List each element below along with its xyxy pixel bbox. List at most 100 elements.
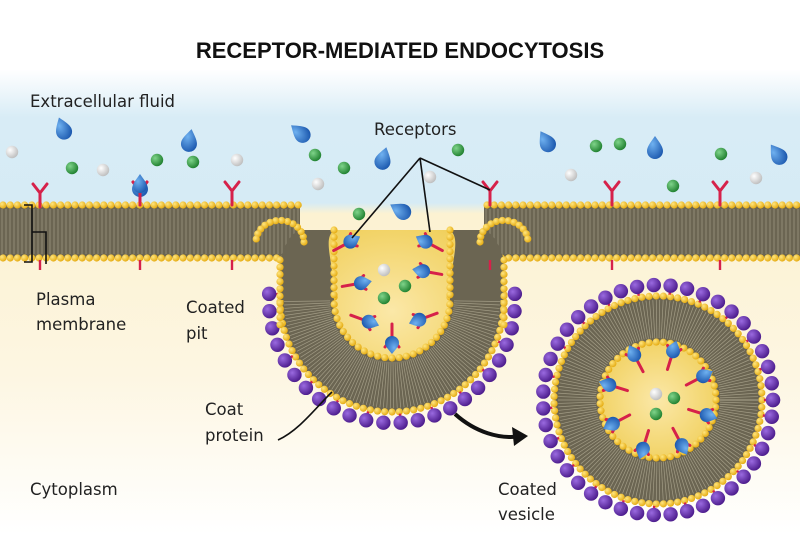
lipid-head (557, 357, 566, 366)
lipid-tail (452, 312, 498, 323)
bound-ligand (385, 336, 399, 354)
lipid-head (711, 389, 720, 397)
lipid-head (487, 220, 495, 228)
lipid-head (352, 402, 360, 410)
lipid-tail (453, 300, 500, 302)
lipid-head (548, 201, 556, 209)
lipid-head (692, 440, 700, 448)
lipid-tail (719, 382, 757, 390)
lipid-head (571, 332, 580, 341)
coat-protein (695, 498, 711, 514)
lipid-head (150, 201, 158, 209)
lipid-head (634, 201, 642, 209)
lipid-head (591, 254, 599, 262)
lipid-tail (718, 379, 756, 388)
lipid-tail (702, 442, 731, 470)
lipid-head (280, 326, 288, 334)
lipid-head (157, 254, 165, 262)
lipid-head (681, 295, 689, 304)
lipid-tail (711, 430, 746, 450)
lipid-head (614, 354, 622, 362)
lipid-head (0, 201, 7, 209)
coat-protein (736, 469, 751, 484)
lipid-tail (559, 382, 597, 390)
lipid-head (610, 490, 619, 499)
lipid-tail (719, 406, 758, 411)
ligand-white (96, 163, 110, 177)
lipid-head (524, 235, 532, 243)
lipid-head (598, 254, 606, 262)
ligand-drop (374, 147, 391, 170)
vesicle-receptor (603, 413, 632, 434)
lipid-head (742, 450, 751, 459)
lipid-head (446, 262, 454, 270)
coat-protein (663, 278, 678, 293)
lipid-head (416, 347, 424, 355)
coat-protein (443, 401, 458, 416)
lipid-head (526, 254, 534, 262)
bound-ligand (361, 314, 380, 329)
ligand-green (667, 391, 681, 405)
lipid-head (500, 314, 508, 322)
lipid-tail (716, 369, 754, 382)
lipid-head (424, 402, 432, 410)
coat-protein (376, 415, 391, 430)
lipid-head (496, 326, 504, 334)
lipid-head (670, 254, 678, 262)
lipid-tail (689, 453, 710, 487)
lipid-tail (398, 361, 405, 408)
lipid-head (555, 201, 563, 209)
lipid-head (446, 269, 454, 277)
lipid-tail (600, 450, 624, 483)
lipid-head (627, 201, 635, 209)
lipid-head (555, 428, 563, 436)
lipid-head (562, 254, 570, 262)
lipid-tail (576, 435, 608, 459)
lipid-head (13, 201, 21, 209)
lipid-head (446, 276, 454, 284)
lipid-head (569, 254, 578, 262)
lipid-head (707, 306, 715, 315)
lipid-head (330, 269, 338, 277)
ligand-white (377, 263, 391, 277)
ligand-green (451, 143, 465, 157)
lipid-tail (452, 310, 499, 320)
coat-protein (261, 286, 277, 302)
lipid-tail (612, 455, 631, 490)
lipid-tail (714, 424, 750, 441)
lipid-head (652, 292, 660, 300)
lipid-head (430, 400, 439, 408)
lipid-head (562, 201, 570, 209)
label-coated-pit-1: Coated (186, 298, 245, 317)
lipid-tail (435, 343, 469, 377)
lipid-tail (718, 412, 756, 421)
lipid-tail (635, 460, 645, 498)
lipid-head (735, 201, 743, 209)
lipid-tail (719, 408, 758, 415)
lipid-tail (421, 354, 444, 396)
lipid-head (417, 404, 425, 412)
lipid-head (287, 201, 295, 209)
lipid-head (294, 201, 302, 209)
lipid-head (713, 310, 721, 319)
lipid-tail (453, 306, 500, 313)
lipid-head (681, 496, 689, 505)
lipid-head (333, 314, 341, 323)
lipid-tail (355, 358, 372, 403)
lipid-head (193, 254, 201, 262)
lipid-tail (598, 319, 622, 351)
lipid-tail (718, 375, 756, 386)
lipid-tail (337, 353, 361, 394)
lipid-head (641, 201, 650, 209)
lipid-tail (340, 354, 363, 396)
lipid-tail (665, 461, 671, 500)
lipid-tail (709, 344, 742, 366)
lipid-tail (642, 301, 649, 339)
lipid-head (663, 201, 671, 209)
lipid-head (550, 392, 558, 401)
lipid-tail (346, 356, 367, 399)
lipid-tail (446, 329, 488, 352)
lipid-tail (582, 440, 612, 467)
lipid-tail (702, 330, 731, 358)
coat-protein (760, 425, 776, 441)
